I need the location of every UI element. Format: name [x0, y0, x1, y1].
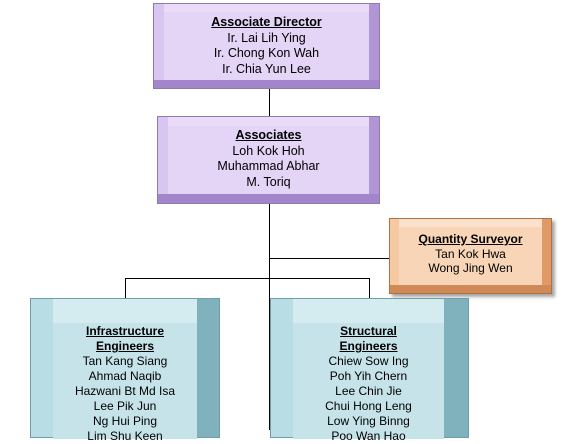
- infrastructure-engineers-box: Infrastructure Engineers Tan Kang Siang …: [30, 298, 220, 443]
- quantity-surveyor-name: Wong Jing Wen: [428, 261, 513, 275]
- associates-label: Associates Loh Kok Hoh Muhammad Abhar M.…: [168, 126, 369, 194]
- structural-engineers-title: Engineers: [339, 339, 398, 353]
- structural-engineers-label: Structural Engineers Chiew Sow Ing Poh Y…: [293, 323, 444, 443]
- connector-infrastructure-drop: [125, 278, 126, 299]
- structural-engineer-name: Chui Hong Leng: [325, 399, 412, 413]
- associates-title: Associates: [235, 128, 302, 142]
- associates-name: Loh Kok Hoh: [232, 143, 305, 158]
- infrastructure-engineer-name: Lee Pik Jun: [93, 399, 157, 413]
- connector-associates-trunk: [269, 203, 270, 430]
- associates-name: Muhammad Abhar: [217, 159, 320, 173]
- associate-director-name: Ir. Lai Lih Ying: [227, 30, 306, 45]
- quantity-surveyor-name: Tan Kok Hwa: [435, 246, 506, 261]
- quantity-surveyor-title: Quantity Surveyor: [418, 232, 523, 246]
- associate-director-name: Ir. Chia Yun Lee: [222, 61, 311, 76]
- structural-engineer-name: Poo Wan Hao: [331, 429, 406, 443]
- associates-name: M. Toriq: [246, 174, 291, 189]
- infrastructure-engineer-name: Lim Shu Keen: [87, 429, 163, 443]
- infrastructure-engineer-name: Ng Hui Ping: [92, 414, 158, 428]
- quantity-surveyor-label: Quantity Surveyor Tan Kok Hwa Wong Jing …: [399, 227, 542, 285]
- associates-box: Associates Loh Kok Hoh Muhammad Abhar M.…: [157, 116, 380, 204]
- infrastructure-engineer-name: Tan Kang Siang: [82, 354, 168, 368]
- associate-director-title: Associate Director: [211, 15, 322, 29]
- quantity-surveyor-box: Quantity Surveyor Tan Kok Hwa Wong Jing …: [389, 218, 552, 294]
- connector-structural-drop: [369, 278, 370, 299]
- structural-engineer-name: Chiew Sow Ing: [328, 354, 409, 368]
- associate-director-box: Associate Director Ir. Lai Lih Ying Ir. …: [153, 3, 380, 89]
- infrastructure-engineers-title: Infrastructure: [85, 324, 165, 338]
- structural-engineers-title: Structural: [340, 324, 397, 338]
- connector-engineers-branch: [125, 278, 370, 279]
- infrastructure-engineer-name: Ahmad Naqib: [88, 369, 162, 383]
- structural-engineer-name: Low Ying Binng: [327, 414, 410, 428]
- infrastructure-engineers-title: Engineers: [95, 339, 155, 353]
- structural-engineer-name: Poh Yih Chern: [329, 369, 408, 383]
- infrastructure-engineer-name: Hazwani Bt Md Isa: [74, 384, 176, 398]
- associate-director-label: Associate Director Ir. Lai Lih Ying Ir. …: [164, 12, 369, 80]
- associate-director-name: Ir. Chong Kon Wah: [213, 46, 320, 60]
- structural-engineer-name: Lee Chin Jie: [335, 384, 402, 398]
- structural-engineers-box: Structural Engineers Chiew Sow Ing Poh Y…: [270, 298, 469, 443]
- connector-surveyor-branch: [269, 258, 389, 259]
- infrastructure-engineers-label: Infrastructure Engineers Tan Kang Siang …: [53, 323, 197, 443]
- connector-director-associates: [269, 88, 270, 117]
